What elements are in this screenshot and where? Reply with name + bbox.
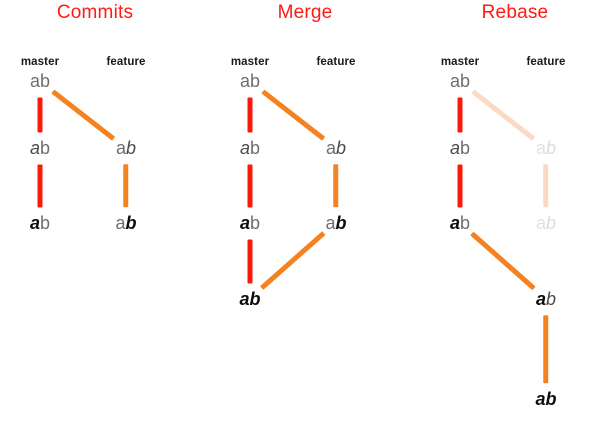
commit-char: a [29,138,40,158]
commit-node-r-f5: ab [535,390,556,408]
edge-r-m2-to-r-m3 [457,164,463,207]
edge-g-m2-to-g-m3 [247,164,253,207]
commit-char: a [449,138,460,158]
commit-node-g-m3: ab [240,214,260,232]
commit-node-g-m2: ab [240,139,260,157]
edge-r-m3-to-r-f4 [470,231,536,291]
commit-node-g-f3: ab [325,214,346,232]
commit-char: a [535,389,546,409]
edge-c-f2-to-c-f3 [123,164,129,207]
commit-char: a [29,213,40,233]
commit-node-r-m2: ab [450,139,470,157]
commit-char: a [115,138,126,158]
commit-char: a [325,138,336,158]
commit-node-c-m1: ab [30,72,50,90]
commit-char: a [239,138,250,158]
edge-g-f3-to-g-m4 [260,231,326,291]
commit-char: b [546,213,557,233]
commit-node-c-m2: ab [30,139,50,157]
commit-char: a [535,213,546,233]
commit-char: b [40,213,51,233]
edge-r-f2-to-r-f3 [543,164,549,207]
commit-node-r-f2: ab [536,139,556,157]
commit-node-r-f3: ab [536,214,556,232]
commit-char: a [239,71,250,91]
edge-r-f4-to-r-f5 [543,315,549,383]
commit-char: a [325,213,336,233]
commit-char: b [460,71,471,91]
commit-node-g-m1: ab [240,72,260,90]
column-header-master-merge: master [230,56,270,68]
commit-char: b [460,213,471,233]
edge-r-m1-to-r-f2 [471,89,535,140]
commit-char: a [29,71,40,91]
edge-g-m1-to-g-f2 [261,89,325,140]
panel-title-commits: Commits [56,2,134,23]
commit-char: b [249,289,261,309]
commit-char: b [126,138,137,158]
commit-char: b [250,71,261,91]
column-header-master-rebase: master [440,56,480,68]
commit-char: b [40,138,51,158]
edge-c-m1-to-c-m2 [37,97,43,132]
commit-node-r-m1: ab [450,72,470,90]
commit-char: a [239,289,250,309]
edge-g-m1-to-g-m2 [247,97,253,132]
commit-node-g-m4: ab [239,290,260,308]
panel-title-rebase: Rebase [481,2,549,23]
commit-char: a [449,213,460,233]
edge-r-m1-to-r-m2 [457,97,463,132]
column-header-feature-merge: feature [316,56,356,68]
commit-char: b [40,71,51,91]
commit-char: b [125,213,137,233]
commit-node-c-f3: ab [115,214,136,232]
commit-char: b [336,138,347,158]
commit-char: a [535,289,546,309]
commit-char: b [545,389,557,409]
commit-char: b [335,213,347,233]
commit-char: a [535,138,546,158]
edge-g-m3-to-g-m4 [247,239,253,283]
edge-c-m2-to-c-m3 [37,164,43,207]
commit-node-r-m3: ab [450,214,470,232]
panel-title-merge: Merge [277,2,333,23]
commit-node-g-f2: ab [326,139,346,157]
commit-char: a [115,213,126,233]
commit-node-c-m3: ab [30,214,50,232]
commit-char: a [449,71,460,91]
commit-char: b [250,138,261,158]
edge-g-f2-to-g-f3 [333,164,339,207]
column-header-feature-commits: feature [106,56,146,68]
column-header-master-commits: master [20,56,60,68]
commit-char: b [546,289,557,309]
commit-char: a [239,213,250,233]
commit-node-c-f2: ab [116,139,136,157]
edge-c-m1-to-c-f2 [51,89,115,140]
column-header-feature-rebase: feature [526,56,566,68]
commit-node-r-f4: ab [536,290,556,308]
commit-char: b [250,213,261,233]
commit-char: b [546,138,557,158]
commit-char: b [460,138,471,158]
